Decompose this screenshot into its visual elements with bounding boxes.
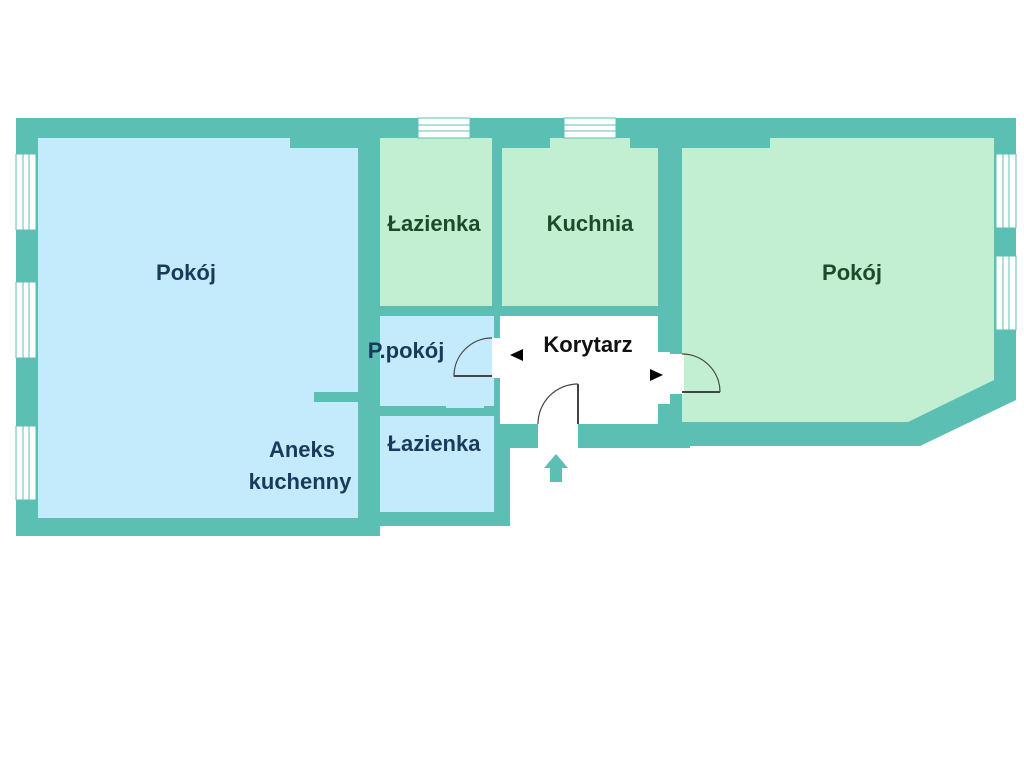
arrows: [510, 349, 663, 482]
windows: [15, 117, 1017, 501]
room-floors: [38, 138, 994, 518]
label-pokoj-left: Pokój: [156, 260, 216, 285]
partitions: [314, 394, 494, 414]
label-lazienka-top: Łazienka: [388, 211, 482, 236]
label-aneks-line2: kuchenny: [249, 469, 352, 494]
label-pokoj-right: Pokój: [822, 260, 882, 285]
entrance-gap: [538, 420, 578, 450]
room-lazienka-top: [380, 138, 492, 306]
window-top-1: [417, 117, 471, 139]
window-right-1: [995, 153, 1017, 229]
label-aneks-line1: Aneks: [269, 437, 335, 462]
room-przedpokoj: [380, 316, 494, 408]
doors: [453, 337, 721, 425]
label-kuchnia: Kuchnia: [547, 211, 635, 236]
partition-stub-aneks: [314, 394, 358, 402]
room-pokoj-left: [38, 138, 358, 518]
partition-lazienka-p2: [484, 406, 494, 414]
window-left-3: [15, 425, 37, 501]
room-kuchnia: [502, 138, 658, 306]
label-przedpokoj: P.pokój: [368, 338, 445, 363]
window-top-2: [563, 117, 617, 139]
arrow-left-icon: [510, 349, 523, 361]
room-korytarz: [500, 316, 670, 424]
door-opening-pokoj-right: [670, 354, 684, 394]
door-opening-ppokoj: [492, 338, 502, 378]
door-swing-entrance: [537, 383, 579, 425]
door-swing-ppokoj: [453, 337, 493, 377]
window-right-2: [995, 255, 1017, 331]
room-pokoj-right: [682, 138, 994, 422]
window-left-2: [15, 281, 37, 359]
partition-lazienka-p: [380, 406, 446, 414]
entrance-arrow-icon: [544, 454, 568, 482]
labels: Pokój Łazienka Kuchnia Pokój P.pokój Kor…: [156, 211, 882, 494]
window-left-1: [15, 153, 37, 231]
room-lazienka-bottom: [380, 416, 494, 512]
arrow-right-icon: [650, 369, 663, 381]
label-korytarz: Korytarz: [543, 332, 632, 357]
door-swing-pokoj-right: [681, 353, 721, 393]
label-lazienka-bottom: Łazienka: [388, 431, 482, 456]
